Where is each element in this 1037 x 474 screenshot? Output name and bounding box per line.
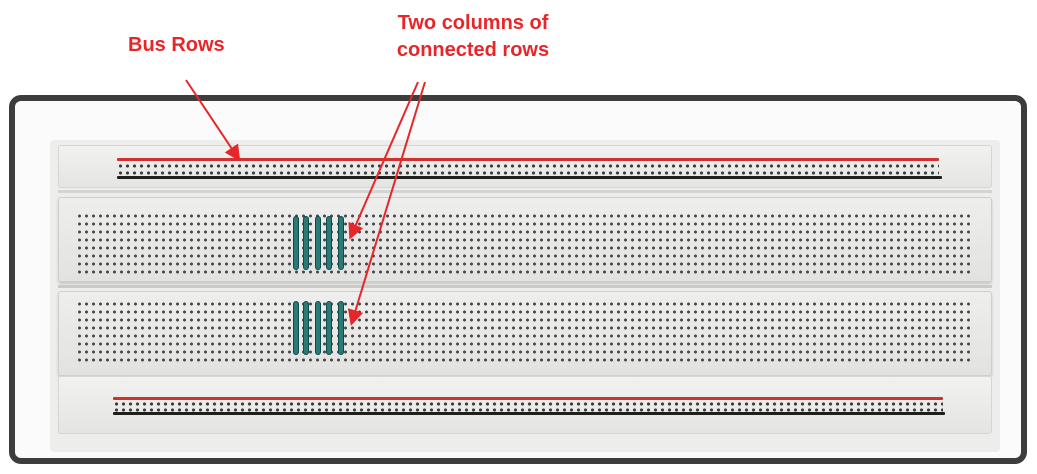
connected-columns-label-line1: Two columns of [397,12,549,34]
connected-column-upper-2 [304,217,308,269]
bottom-positive-rail-holes [113,402,943,406]
bottom-negative-rail-line [113,412,945,415]
connected-column-upper-5 [339,217,343,269]
connected-columns-label-line2: connected rows [396,39,550,61]
terminal-holes-lower [76,300,972,364]
top-negative-rail-line [117,176,942,179]
top-negative-rail-holes [117,171,939,175]
bottom-negative-rail-holes [113,408,943,412]
connected-column-lower-2 [304,302,308,354]
top-positive-rail-holes [117,164,939,168]
connected-column-lower-5 [339,302,343,354]
upper-columns-arrow [348,81,419,240]
terminal-holes-upper [76,212,972,276]
connected-columns-label: Two columns of connected rows [368,10,578,64]
connected-column-upper-1 [294,217,298,269]
center-channel [58,285,992,288]
connected-column-lower-1 [294,302,298,354]
connected-column-upper-3 [316,217,320,269]
bus-rows-arrow [185,79,241,162]
strip-separator [58,190,992,193]
connected-column-upper-4 [327,217,331,269]
bottom-positive-rail-line [113,397,943,400]
bus-rows-label: Bus Rows [128,34,225,56]
top-positive-rail-line [117,158,939,161]
connected-column-lower-4 [327,302,331,354]
connected-column-lower-3 [316,302,320,354]
lower-columns-arrow [347,81,426,326]
